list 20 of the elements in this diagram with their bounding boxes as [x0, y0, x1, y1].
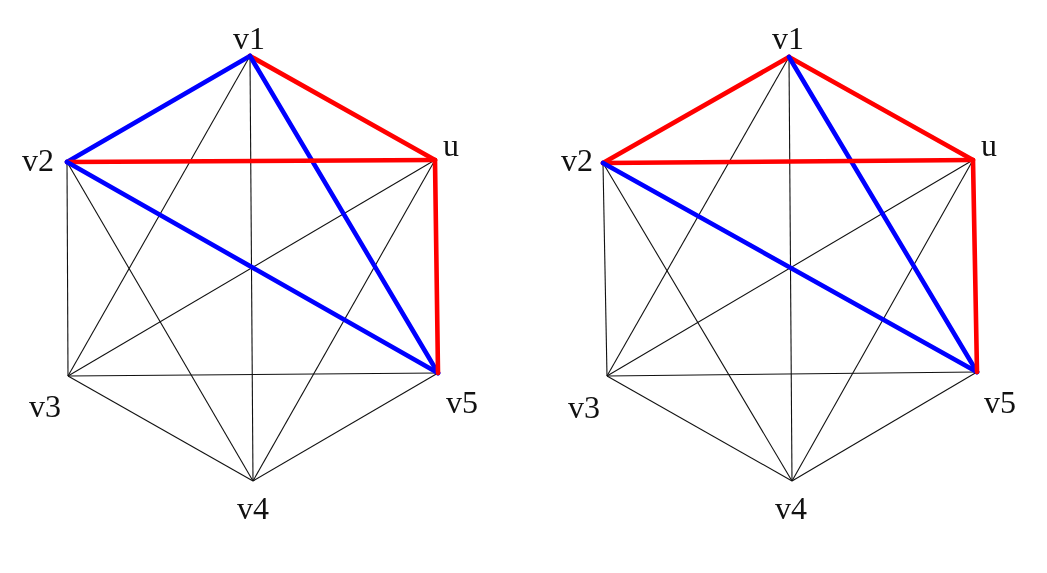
vertex-label: v3 [568, 376, 607, 423]
graph-edge [252, 372, 439, 482]
graph-edge [606, 375, 793, 482]
vertex-label: v1 [233, 22, 265, 56]
graph-edge [66, 161, 69, 377]
vertex-label: v5 [438, 373, 478, 418]
vertex-label: v1 [772, 22, 804, 57]
vertex-label: v5 [977, 372, 1016, 418]
graph-edge [791, 371, 978, 482]
graph-edge [67, 375, 254, 482]
vertex-label: v3 [29, 376, 68, 422]
vertex-label: v4 [775, 481, 807, 524]
vertex-label: v4 [237, 481, 269, 524]
vertex-label: u [973, 129, 997, 161]
graph-edge [970, 157, 980, 375]
graph-edge [432, 157, 441, 376]
vertex-label: v2 [561, 144, 603, 176]
vertex-label: v2 [22, 144, 67, 176]
vertex-label: u [435, 129, 459, 161]
graph-edge [602, 162, 608, 377]
